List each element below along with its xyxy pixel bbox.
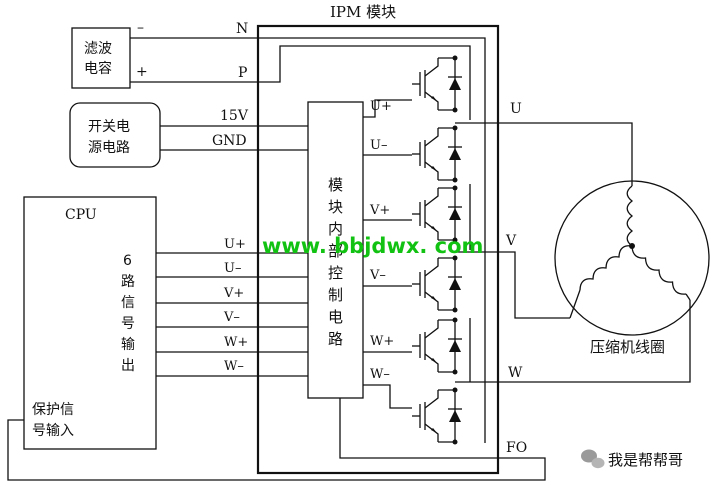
svg-text:块: 块 xyxy=(328,198,343,216)
svg-text:路: 路 xyxy=(328,330,343,348)
inner-control-circuit: 模 块 内 部 控 制 电 路 xyxy=(307,101,364,399)
power-circuit-label-2: 源电路 xyxy=(88,140,130,156)
switch-label-w-minus: W– xyxy=(370,367,390,382)
svg-text:电: 电 xyxy=(328,308,343,326)
svg-text:输: 输 xyxy=(121,337,135,353)
cpu-box: CPU xyxy=(23,196,157,450)
cpu-signal-w-plus: W+ xyxy=(224,335,248,350)
coil-winding xyxy=(626,185,634,247)
output-u: U xyxy=(510,101,522,117)
wechat-label: 我是帮帮哥 xyxy=(608,451,683,469)
switch-label-v-minus: V– xyxy=(369,268,386,283)
switch-label-w-plus: W+ xyxy=(370,334,394,349)
switch-label-u-plus: U+ xyxy=(370,99,392,114)
cpu-signal-u-plus: U+ xyxy=(224,237,246,252)
watermark: www. bbjdwx. com xyxy=(262,234,483,258)
switch-label-u-minus: U– xyxy=(370,138,387,153)
svg-text:制: 制 xyxy=(328,286,343,304)
pos-terminal: + xyxy=(136,64,148,80)
svg-text:部: 部 xyxy=(328,242,343,260)
cpu-output-label: 6 路 信 号 输 出 xyxy=(121,253,135,374)
svg-text:6: 6 xyxy=(123,253,132,269)
filter-capacitor-label-1: 滤波 xyxy=(84,41,112,57)
svg-text:出: 出 xyxy=(121,358,135,374)
output-w: W xyxy=(508,365,523,381)
pin-n: N xyxy=(236,21,248,37)
coil-winding xyxy=(579,245,633,291)
filter-capacitor-label-2: 电容 xyxy=(84,60,112,77)
igbt-switch xyxy=(412,55,462,113)
motor-label: 压缩机线圈 xyxy=(590,338,665,356)
igbt-switch xyxy=(412,125,462,183)
igbt-switch xyxy=(412,387,462,445)
wechat-icon xyxy=(581,449,605,469)
svg-text:控: 控 xyxy=(328,264,343,282)
svg-text:号: 号 xyxy=(121,316,135,332)
pin-p: P xyxy=(238,65,247,81)
cpu-signal-u-minus: U– xyxy=(224,261,241,276)
power-circuit-label-1: 开关电 xyxy=(88,119,130,135)
output-v: V xyxy=(505,233,517,249)
svg-text:模: 模 xyxy=(328,176,343,194)
svg-text:内: 内 xyxy=(328,220,343,238)
compressor-motor xyxy=(554,180,710,336)
filter-capacitor: 滤波 电容 xyxy=(71,27,131,89)
switch-power-circuit: 开关电 源电路 xyxy=(69,102,161,168)
neg-terminal: – xyxy=(137,20,144,36)
igbt-switch xyxy=(412,185,462,243)
igbt-switches xyxy=(412,55,462,445)
svg-text:路: 路 xyxy=(121,274,135,290)
cpu-signal-v-minus: V– xyxy=(223,310,240,325)
protect-input-label-2: 号输入 xyxy=(32,423,74,439)
pin-gnd: GND xyxy=(212,133,247,149)
motor-coils xyxy=(569,185,691,319)
protect-input-label-1: 保护信 xyxy=(32,402,74,418)
igbt-switch xyxy=(412,317,462,375)
switch-label-v-plus: V+ xyxy=(369,203,390,218)
svg-text:信: 信 xyxy=(121,295,135,311)
cpu-signal-w-minus: W– xyxy=(224,359,244,374)
ipm-title: IPM 模块 xyxy=(330,3,396,21)
igbt-switch xyxy=(412,255,462,313)
coil-winding xyxy=(631,245,687,295)
pin-15v: 15V xyxy=(220,108,249,124)
ipm-module-box xyxy=(256,24,500,475)
cpu-signal-v-plus: V+ xyxy=(223,286,244,301)
output-fo: FO xyxy=(506,440,527,456)
connection-wires xyxy=(7,37,691,481)
cpu-title: CPU xyxy=(65,207,97,223)
